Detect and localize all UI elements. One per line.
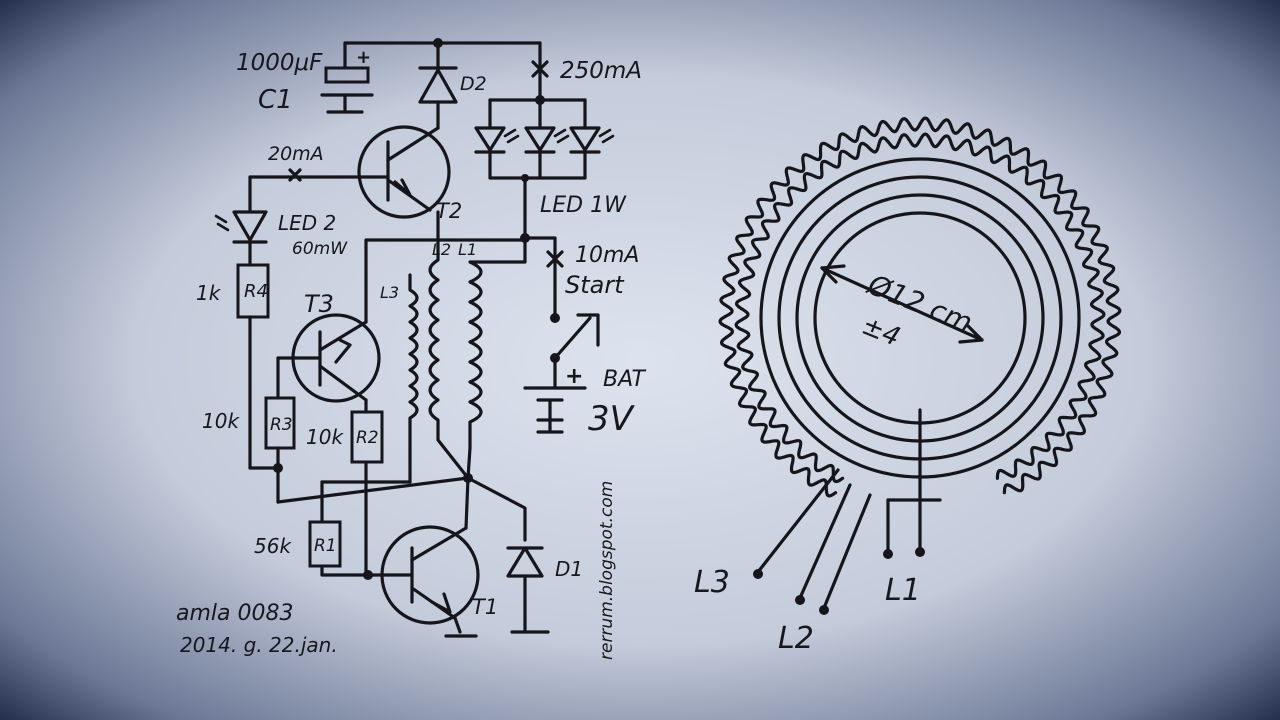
wavy-winding-2 <box>718 116 1122 498</box>
capacitor-c1 <box>320 41 374 114</box>
base-current-label: 20mA <box>268 143 324 165</box>
switch-label: Start <box>565 271 625 299</box>
diode-d1-label: D1 <box>555 557 583 581</box>
base-current-mark <box>288 168 302 182</box>
circuit-schematic: + 1000μF C1 D2 T2 20mA 250mA <box>176 38 647 660</box>
resistor-r1-name: R1 <box>314 536 337 556</box>
resistor-r4 <box>236 263 270 470</box>
blog-watermark: rerrum.blogspot.com <box>597 481 617 660</box>
transistor-t3-label: T3 <box>304 290 334 318</box>
resistor-r3 <box>264 356 296 504</box>
collector-wire <box>464 476 470 530</box>
diode-d1 <box>506 546 550 634</box>
led2-power: 60mW <box>292 239 348 259</box>
capacitor-polarity: + <box>356 47 371 68</box>
lead-l1-terminal-b <box>883 549 893 559</box>
lead-l1-terminal-a <box>915 547 925 557</box>
led-1w-array <box>474 98 615 240</box>
diameter-arrow <box>820 264 984 344</box>
transistor-t2 <box>248 125 451 219</box>
coil-lead-l3: L3 <box>694 565 730 600</box>
coil-l1-label: L1 <box>458 240 477 259</box>
switch-current-mark <box>546 250 564 268</box>
coil-lead-l2: L2 <box>778 621 814 656</box>
resistor-r3-name: R3 <box>270 415 293 435</box>
fuse-mark <box>531 60 549 78</box>
lead-l3-terminal <box>753 569 763 579</box>
feedback-wire <box>276 476 527 542</box>
coil-leads <box>756 408 942 610</box>
led2-name: LED 2 <box>278 211 336 235</box>
led-main-label: LED 1W <box>540 193 627 218</box>
resistor-r2-value: 10k <box>306 425 344 449</box>
signature-line2: 2014. g. 22.jan. <box>180 633 338 657</box>
switch-current-label: 10mA <box>575 243 639 268</box>
signature-line1: amla 0083 <box>176 601 294 626</box>
wavy-winding-1 <box>734 132 1106 484</box>
transistor-t2-label: T2 <box>436 199 462 223</box>
start-switch <box>550 313 600 390</box>
resistor-r4-value: 1k <box>196 281 222 305</box>
diode-d2-label: D2 <box>460 73 487 95</box>
diode-d2 <box>418 41 458 130</box>
capacitor-name: C1 <box>258 85 293 115</box>
transistor-t3 <box>276 238 527 403</box>
transistor-t1-label: T1 <box>472 595 498 619</box>
resistor-r1-value: 56k <box>254 534 292 558</box>
battery-name: BAT <box>603 367 647 392</box>
coil-l2-label: L2 <box>432 240 451 259</box>
led2 <box>214 175 268 267</box>
wavy-outer-windings <box>718 116 1122 498</box>
coil-l3 <box>320 273 419 484</box>
lead-l2-terminal-b <box>819 605 829 615</box>
switch-wire <box>523 236 557 320</box>
battery-voltage: 3V <box>588 399 636 439</box>
coil-l2-l1 <box>428 210 527 480</box>
resistor-r4-name: R4 <box>244 281 268 302</box>
resistor-r3-value: 10k <box>202 409 240 433</box>
coil-l3-label: L3 <box>380 283 399 302</box>
battery <box>523 386 587 434</box>
coil-lead-l1: L1 <box>885 573 921 608</box>
transistor-t1 <box>380 525 480 638</box>
fuse-current-label: 250mA <box>560 58 642 84</box>
lead-l2-terminal-a <box>795 595 805 605</box>
battery-polarity: + <box>565 364 583 389</box>
resistor-r2-name: R2 <box>356 428 379 448</box>
capacitor-value: 1000μF <box>236 50 323 76</box>
